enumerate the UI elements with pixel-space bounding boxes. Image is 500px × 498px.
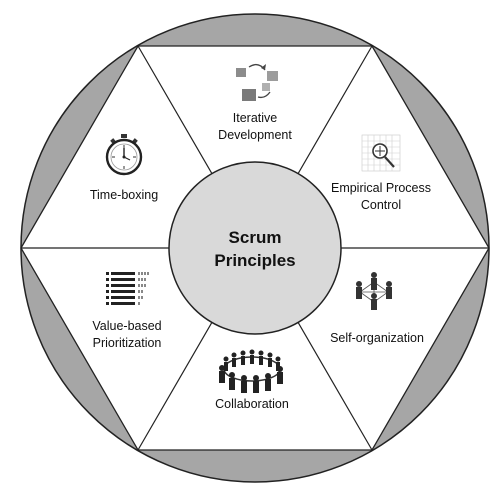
- segment-value-based-prioritization: Value-based Prioritization: [92, 272, 162, 350]
- segment-label-line1: Empirical Process: [331, 181, 431, 195]
- segment-label-line1: Iterative: [233, 111, 278, 125]
- magnifier-grid-icon: [361, 134, 401, 172]
- segment-time-boxing: Time-boxing: [90, 134, 158, 202]
- people-circle-icon: [219, 349, 283, 393]
- team-network-icon: [356, 272, 392, 310]
- segment-collaboration: Collaboration: [215, 349, 289, 411]
- iterative-cycle-icon: [236, 63, 278, 101]
- segment-label-line1: Value-based: [92, 319, 161, 333]
- center-title-line1: Scrum: [229, 228, 282, 247]
- segment-self-organization: Self-organization: [330, 272, 424, 345]
- stopwatch-icon: [105, 134, 143, 176]
- center-circle: [168, 161, 342, 335]
- center-title-line2: Principles: [214, 251, 295, 270]
- segment-label-line2: Prioritization: [93, 336, 162, 350]
- priority-list-icon: [106, 272, 149, 305]
- segment-label-line1: Time-boxing: [90, 188, 158, 202]
- segment-empirical-process-control: Empirical Process Control: [331, 134, 431, 212]
- segment-label-line2: Development: [218, 128, 292, 142]
- segment-label-line2: Control: [361, 198, 401, 212]
- segment-label-line1: Self-organization: [330, 331, 424, 345]
- segment-iterative-development: Iterative Development: [218, 63, 292, 142]
- segment-label-line1: Collaboration: [215, 397, 289, 411]
